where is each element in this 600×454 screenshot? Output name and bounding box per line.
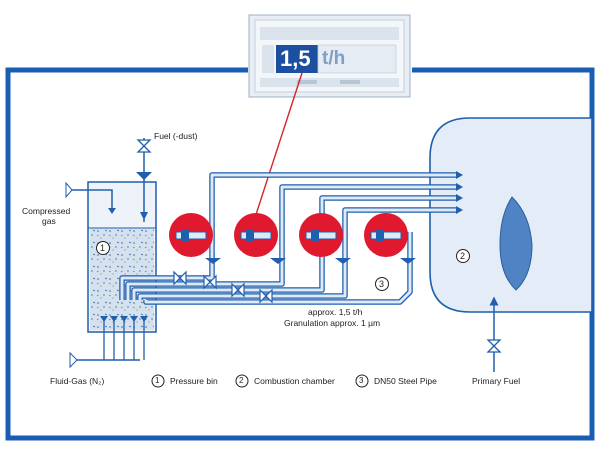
granulation-label: Granulation approx. 1 µm: [284, 318, 381, 328]
flow-meter-2: [234, 213, 286, 264]
fluid-gas-feed: [69, 316, 148, 369]
legend-1-text: Pressure bin: [170, 376, 218, 386]
compressed-gas-feed: [65, 181, 116, 214]
legend-1-num: 1: [155, 376, 160, 385]
marker-1: 1: [100, 243, 106, 253]
primary-fuel-feed: [486, 296, 502, 372]
flow-meter-4: [364, 213, 416, 264]
display-unit: t/h: [322, 48, 346, 69]
transport-pipes: [119, 171, 463, 305]
legend-2-circle: [235, 374, 249, 388]
compressed-gas-label-line2: gas: [42, 216, 56, 226]
flow-meter-1: [169, 213, 221, 264]
legend-1-circle: [151, 374, 165, 388]
pressure-bin: [87, 181, 157, 333]
fluid-gas-label: Fluid-Gas (N₂): [50, 376, 105, 386]
marker-2-circle: [456, 249, 470, 263]
line-valves: [173, 270, 273, 304]
legend-2-text: Combustion chamber: [254, 376, 335, 386]
primary-fuel-label: Primary Fuel: [472, 376, 521, 386]
legend-3-num: 3: [359, 376, 364, 385]
fuel-dust-label: Fuel (-dust): [154, 131, 198, 141]
display-pointer-line: [248, 72, 303, 237]
fuel-feed-valve: [136, 138, 152, 222]
marker-3-circle: [375, 277, 389, 291]
legend-3-text: DN50 Steel Pipe: [374, 376, 437, 386]
legend-2-num: 2: [239, 376, 244, 385]
marker-2: 2: [460, 251, 466, 261]
compressed-gas-label-line1: Compressed: [22, 206, 71, 216]
flow-display: [248, 14, 411, 98]
legend-3-circle: [355, 374, 369, 388]
flow-meter-3: [299, 213, 351, 264]
outer-frame: [5, 67, 595, 441]
marker-1-circle: [96, 241, 110, 255]
approx-flow-label: approx. 1,5 t/h: [308, 307, 363, 317]
flame-shape: [499, 196, 533, 291]
display-value: 1,5: [280, 46, 311, 71]
marker-3: 3: [379, 279, 385, 289]
